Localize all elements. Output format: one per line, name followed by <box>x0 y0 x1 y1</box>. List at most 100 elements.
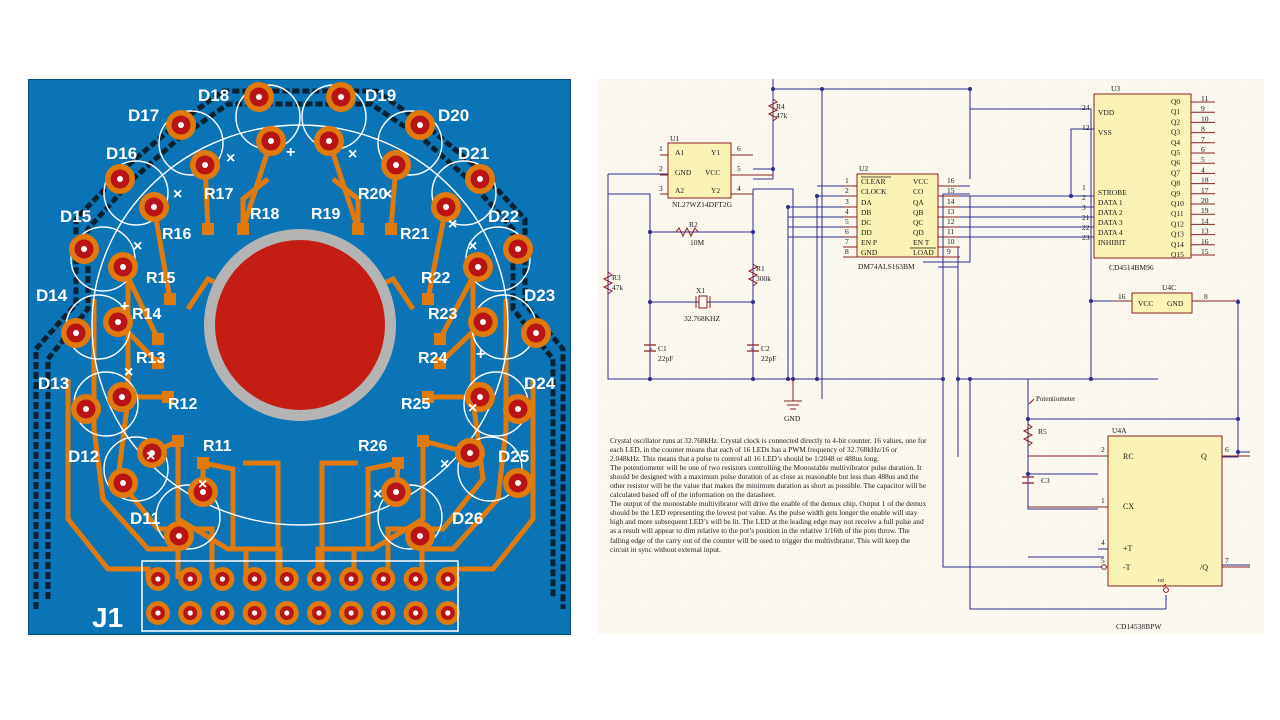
u3-pin-left-6: DATA 3 <box>1098 218 1123 227</box>
u2-pin-right-5: QC <box>913 218 923 227</box>
connector-pad-hole <box>284 576 290 582</box>
c1-symbol <box>644 344 656 352</box>
u1-body <box>667 142 732 199</box>
u2-pinnum-right-2: 15 <box>947 186 955 195</box>
j1-label: J1 <box>92 602 123 633</box>
u1-pin-y2: Y2 <box>711 186 720 195</box>
ground-trace-2 <box>33 88 566 609</box>
junction-dot <box>941 377 945 381</box>
led-pad-hole <box>417 533 423 539</box>
resistor-label-12: R12 <box>168 396 197 413</box>
u2-pinnum-right-4: 13 <box>947 207 955 216</box>
polarity-mark-6: × <box>173 186 182 203</box>
r4-value: 47k <box>776 111 788 120</box>
u3-pinnum-right-6: 6 <box>1201 145 1205 154</box>
connector-pad-hole <box>316 610 322 616</box>
resistor-label-24: R24 <box>418 350 447 367</box>
trace-led-16 <box>151 206 173 300</box>
r1-ref: R1 <box>756 264 765 273</box>
u1-pinnum-2: 2 <box>659 164 663 173</box>
resistor-label-22: R22 <box>421 270 450 287</box>
resistor-label-20: R20 <box>358 186 387 203</box>
x1-value: 32.768KHZ <box>684 314 720 323</box>
led-pad-hole <box>417 122 423 128</box>
resistor-pad-13-a <box>162 391 174 403</box>
u2-pinnum-left-2: 2 <box>845 186 849 195</box>
resistor-label-19: R19 <box>311 206 340 223</box>
u3-pinnum-right-8: 4 <box>1201 165 1205 174</box>
u2-pin-right-2: CO <box>913 187 924 196</box>
connector-pad-hole <box>252 610 258 616</box>
schematic-wires <box>607 79 1250 610</box>
led-label-16: D16 <box>106 144 137 163</box>
u4a-ref: U4A <box>1112 426 1127 435</box>
resistor-label-13: R13 <box>136 350 165 367</box>
junction-dot <box>786 205 790 209</box>
u1-pinnum-1: 1 <box>659 144 663 153</box>
connector-pad-hole <box>348 576 354 582</box>
r5-ref: R5 <box>1038 427 1047 436</box>
resistor-pad-23-a <box>434 357 446 369</box>
led-pad-hole <box>115 319 121 325</box>
connector-pad-hole <box>413 576 419 582</box>
center-pad <box>215 240 385 410</box>
u3-pin-right-2: Q1 <box>1171 107 1180 116</box>
led-pad-hole <box>338 94 344 100</box>
led-label-11: D11 <box>130 509 160 528</box>
u3-pin-left-7: DATA 4 <box>1098 228 1123 237</box>
u1-pinnum-6: 6 <box>737 144 741 153</box>
led-pad-hole <box>120 264 126 270</box>
note-crystal: Crystal oscillator runs at 32.768kHz. Cr… <box>610 436 927 464</box>
polarity-mark-4: + <box>120 298 129 315</box>
routed-trace-6 <box>243 460 281 579</box>
led-label-20: D20 <box>438 106 469 125</box>
led-pad-hole <box>120 480 126 486</box>
led-pad-hole <box>393 489 399 495</box>
u3-pinnum-right-15: 16 <box>1201 237 1209 246</box>
u2-pin-left-7: EN P <box>861 238 877 247</box>
u3-pin-right-1: Q0 <box>1171 97 1180 106</box>
u3-pinnum-right-12: 19 <box>1201 206 1209 215</box>
u2-pinnum-right-8: 9 <box>947 247 951 256</box>
led-pad-hole <box>515 480 521 486</box>
design-notes: Crystal oscillator runs at 32.768kHz. Cr… <box>610 436 928 554</box>
polarity-mark-2: × <box>146 448 155 465</box>
polarity-mark-1: × <box>198 476 207 493</box>
led-label-22: D22 <box>488 207 519 226</box>
resistor-label-15: R15 <box>146 270 175 287</box>
connector-pad-hole <box>348 610 354 616</box>
u3-pin-left-1: VDD <box>1098 108 1115 117</box>
u3-pin-right-11: Q10 <box>1171 199 1184 208</box>
routed-trace-10 <box>385 279 486 579</box>
led-pad-hole <box>443 204 449 210</box>
u3-pin-left-3: STROBE <box>1098 188 1127 197</box>
u3-pin-right-7: Q6 <box>1171 158 1180 167</box>
led-label-15: D15 <box>60 207 91 226</box>
note-potentiometer: The potentiometer will be one of two res… <box>610 463 927 500</box>
pcb-silkscreen <box>65 84 537 550</box>
c2-symbol <box>747 344 759 352</box>
x1-symbol <box>695 295 711 309</box>
u4a-pinnum-1: 1 <box>1101 496 1105 505</box>
resistor-pad-21-a <box>422 293 434 305</box>
u3-pinnum-left-7: 22 <box>1082 223 1090 232</box>
u4a-pinnum-6: 6 <box>1225 445 1229 454</box>
u4c-pin-gnd: GND <box>1167 299 1184 308</box>
u1-part: NL27WZ14DFT2G <box>672 200 733 209</box>
u4a-pin-rst: rst <box>1158 578 1164 584</box>
u3-pin-left-2: VSS <box>1098 128 1112 137</box>
u2-pin-right-6: QD <box>913 228 924 237</box>
u3-pinnum-left-6: 21 <box>1082 213 1090 222</box>
resistor-pad-18-a <box>237 223 249 235</box>
u3-pinnum-left-4: 2 <box>1082 193 1086 202</box>
u2-pin-left-3: DA <box>861 198 872 207</box>
resistor-pad-22-a <box>434 333 446 345</box>
pcb-pads <box>61 82 551 625</box>
u3-pin-left-4: DATA 1 <box>1098 198 1123 207</box>
u3-pin-right-4: Q3 <box>1171 128 1180 137</box>
u2-body <box>856 173 939 258</box>
resistor-label-17: R17 <box>204 186 233 203</box>
polarity-mark-15: × <box>440 456 449 473</box>
led-pad-hole <box>467 450 473 456</box>
